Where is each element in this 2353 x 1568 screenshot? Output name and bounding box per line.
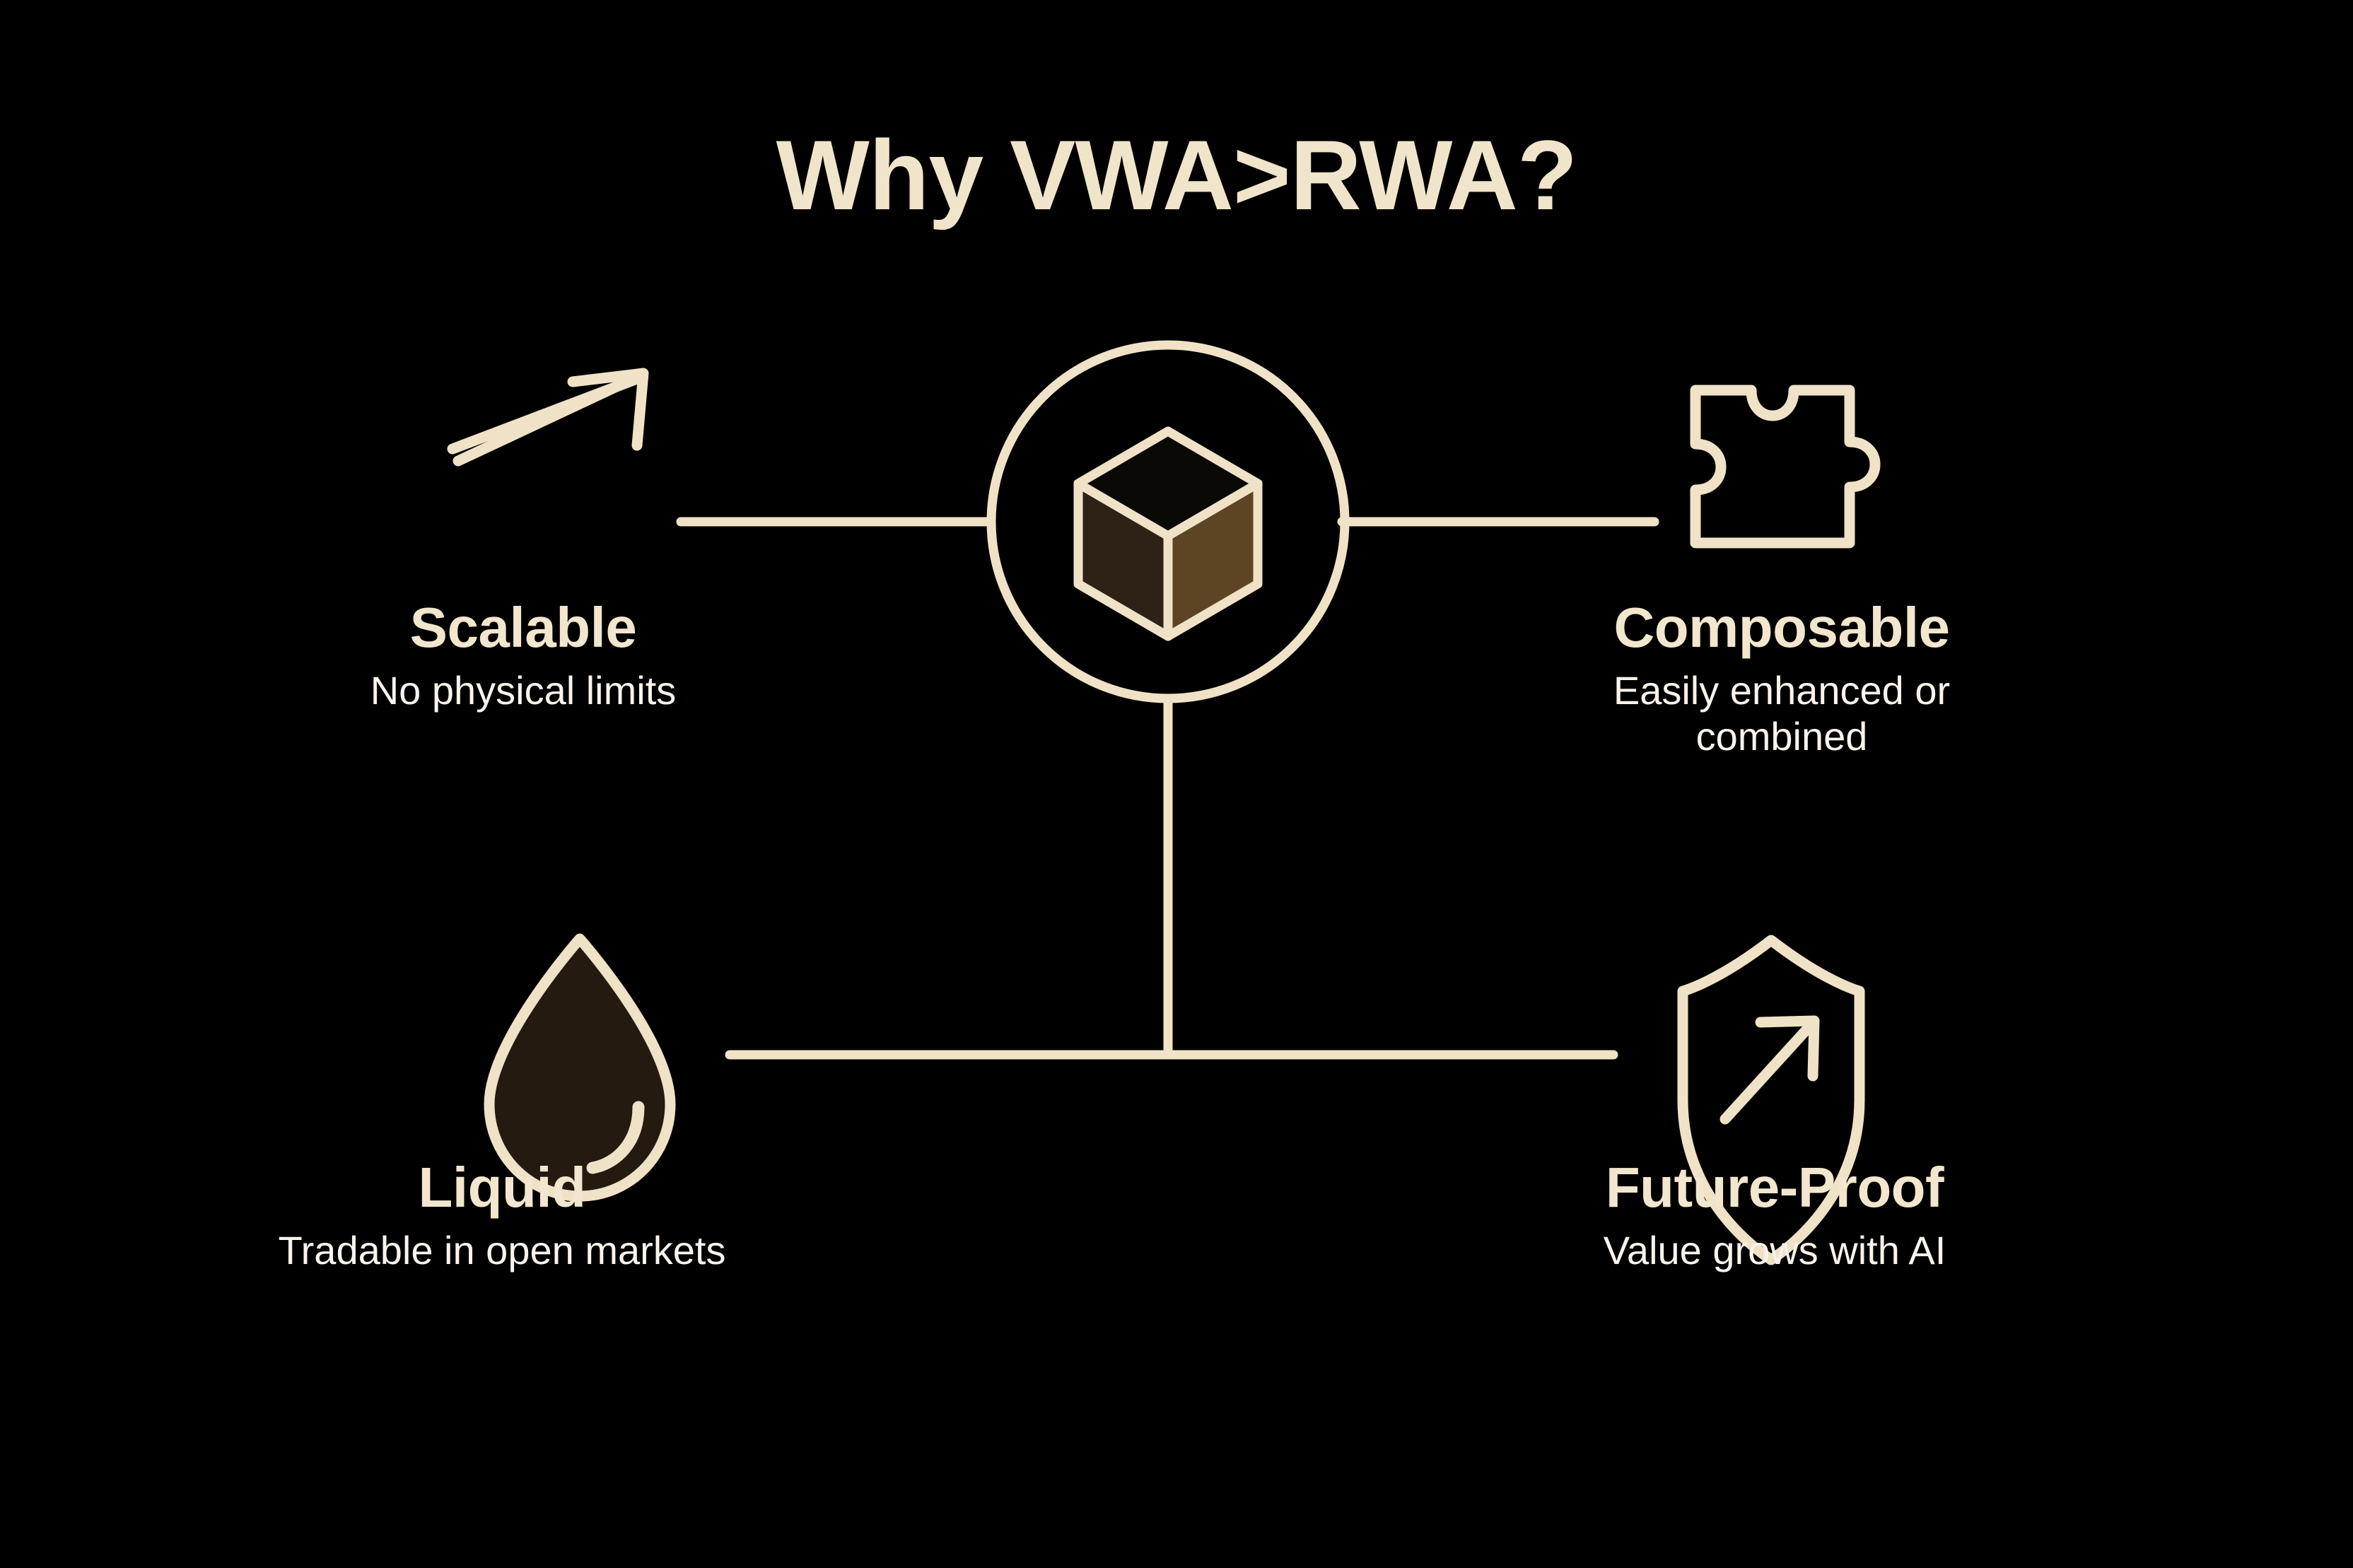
- center-circle: [986, 340, 1350, 703]
- node-scalable: Scalable No physical limits: [233, 596, 813, 714]
- node-future-proof: Future-Proof Value grows with AI: [1471, 1156, 2079, 1274]
- cube-left-face: [1078, 484, 1168, 636]
- node-scalable-heading: Scalable: [409, 596, 637, 659]
- node-liquid-heading: Liquid: [418, 1156, 586, 1219]
- cube-outline: [1073, 426, 1263, 641]
- node-future-proof-heading: Future-Proof: [1605, 1156, 1944, 1219]
- node-composable-heading: Composable: [1613, 596, 1950, 659]
- page-title: Why VWA>RWA?: [776, 119, 1578, 230]
- node-future-proof-subtitle: Value grows with AI: [1603, 1227, 1946, 1272]
- cube-top-face: [1078, 431, 1258, 536]
- shield-arrow-head: [1755, 1015, 1820, 1082]
- arrow-head: [567, 368, 649, 451]
- cube-right-face: [1168, 484, 1258, 636]
- node-liquid-subtitle: Tradable in open markets: [278, 1227, 726, 1272]
- arrow-up-right-icon: [447, 368, 649, 467]
- center-node-icon: [986, 340, 1350, 703]
- arrow-shaft-and-head: [460, 373, 645, 461]
- node-composable-subtitle: Easily enhanced or combined: [1613, 667, 1951, 759]
- node-liquid: Liquid Tradable in open markets: [177, 1156, 827, 1274]
- shield-arrow-shaft: [1720, 1019, 1817, 1125]
- cube-inner-edges: [1073, 479, 1263, 641]
- node-composable: Composable Easily enhanced or combined: [1492, 596, 2072, 760]
- arrow-shaft: [452, 369, 648, 467]
- puzzle-piece-icon: [1690, 385, 1881, 549]
- node-scalable-subtitle: No physical limits: [370, 667, 677, 713]
